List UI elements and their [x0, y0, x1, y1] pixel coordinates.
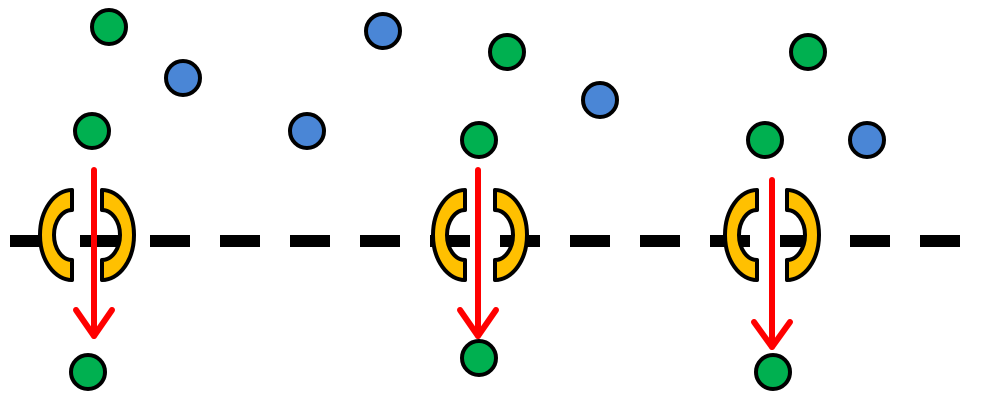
channel-half-right-icon	[100, 188, 136, 282]
channel-half-left-icon	[38, 188, 74, 282]
green-particle	[488, 33, 526, 71]
transport-arrow-3	[751, 177, 793, 350]
channel-half-right-icon	[493, 188, 529, 282]
transport-arrow-1	[73, 167, 115, 339]
blue-particle	[164, 59, 202, 97]
blue-particle	[288, 112, 326, 150]
green-particle	[69, 353, 107, 391]
green-particle	[460, 339, 498, 377]
blue-particle	[848, 121, 886, 159]
green-particle	[754, 353, 792, 391]
particles-inside	[69, 339, 792, 391]
channel-protein-3	[723, 188, 821, 282]
channel-half-left-icon	[723, 188, 759, 282]
green-particle	[746, 121, 784, 159]
channel-half-right-icon	[785, 188, 821, 282]
channel-protein-1	[38, 188, 136, 282]
channel-protein-2	[431, 188, 529, 282]
transport-arrow-2	[457, 167, 499, 339]
green-particle	[73, 112, 111, 150]
green-particle	[460, 121, 498, 159]
blue-particle	[364, 12, 402, 50]
blue-particle	[581, 81, 619, 119]
arrow-head	[73, 307, 115, 339]
green-particle	[789, 33, 827, 71]
arrow-head	[457, 307, 499, 339]
channel-half-left-icon	[431, 188, 467, 282]
particles-outside	[73, 8, 886, 159]
green-particle	[90, 8, 128, 46]
arrow-head	[751, 319, 793, 350]
